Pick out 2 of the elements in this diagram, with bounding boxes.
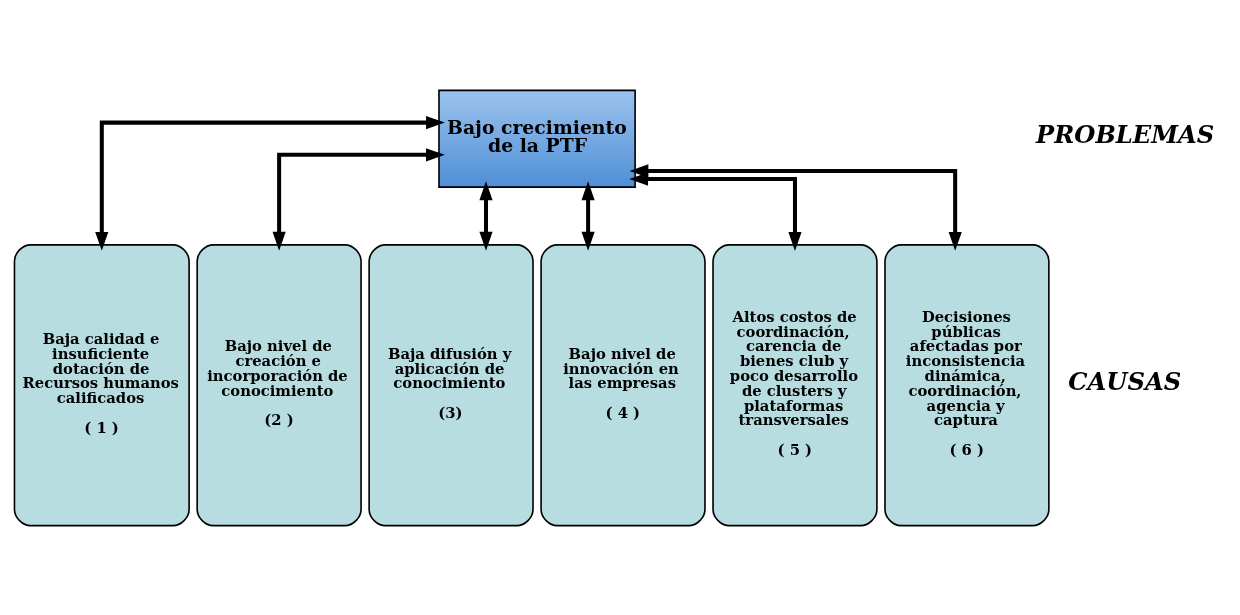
label: PROBLEMAS [1036,119,1215,149]
label: CAUSAS [1068,366,1182,396]
